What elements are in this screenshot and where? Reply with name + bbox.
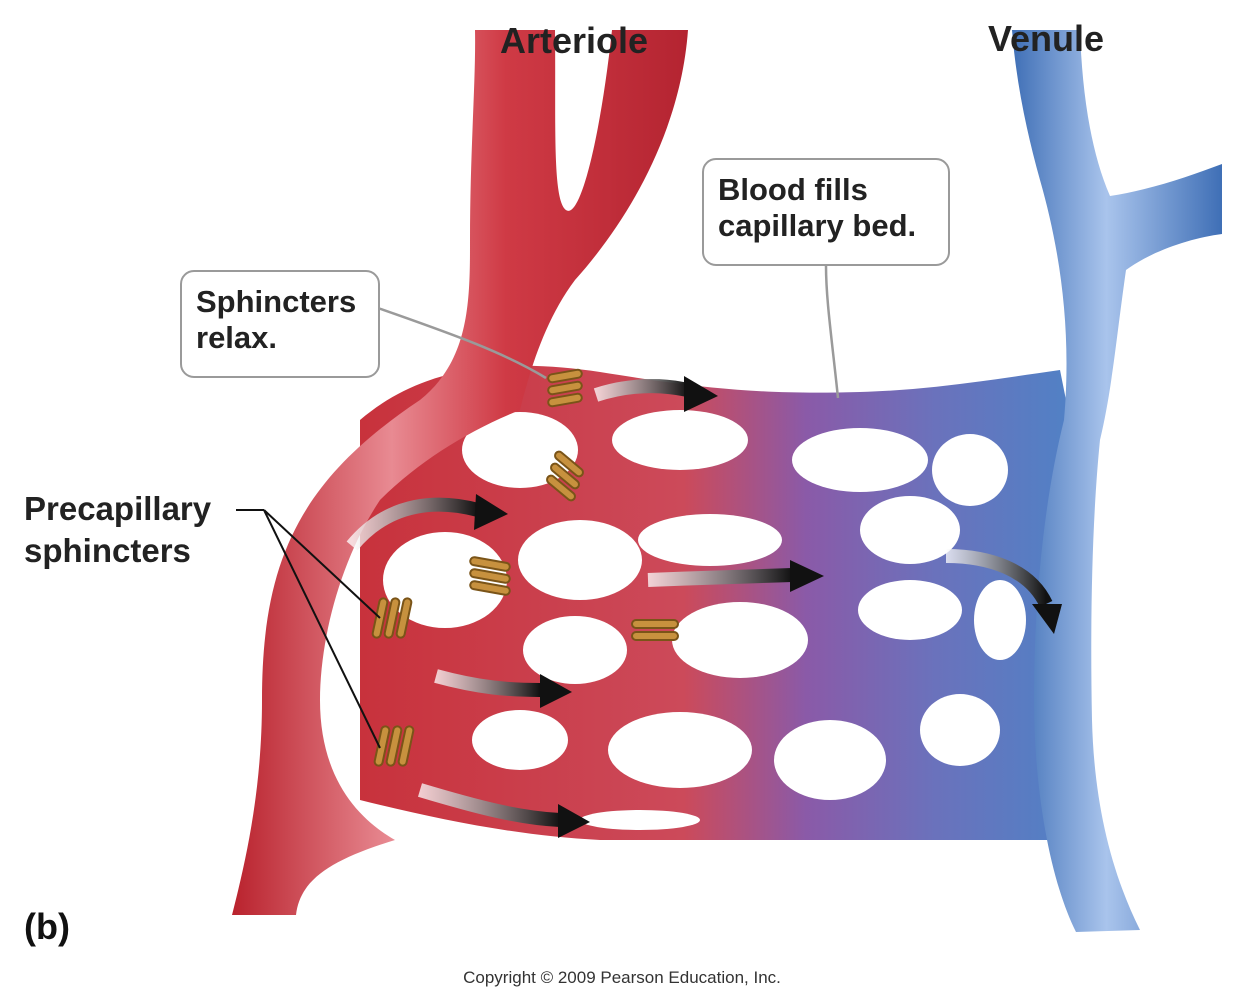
sphincter-4 bbox=[371, 597, 413, 639]
blood-fills-line-1: Blood fills bbox=[718, 172, 868, 207]
venule-vessel bbox=[1012, 30, 1222, 932]
capillary-gaps bbox=[383, 410, 1026, 830]
flow-arrow-5 bbox=[434, 669, 572, 708]
sphincters-relax-callout: Sphincters relax. bbox=[180, 270, 380, 378]
blood-fills-line-2: capillary bed. bbox=[718, 208, 917, 243]
blood-fills-callout: Blood fills capillary bed. bbox=[702, 158, 950, 266]
flow-arrows bbox=[346, 376, 1062, 838]
sphincter-1 bbox=[547, 368, 583, 408]
leader-lines bbox=[236, 265, 840, 749]
venule-label: Venule bbox=[988, 18, 1105, 59]
arteriole-vessel bbox=[232, 30, 688, 915]
precapillary-line-1: Precapillary bbox=[24, 490, 212, 527]
flow-arrow-1 bbox=[593, 376, 718, 412]
sphincter-6 bbox=[373, 725, 415, 767]
precapillary-line-2: sphincters bbox=[24, 532, 191, 569]
sphincter-2 bbox=[546, 450, 584, 502]
flow-arrow-6 bbox=[417, 783, 590, 838]
sphincters-relax-line-2: relax. bbox=[196, 320, 278, 355]
capillary-bed bbox=[360, 365, 1080, 840]
sphincter-3 bbox=[469, 556, 511, 596]
panel-label: (b) bbox=[24, 906, 70, 947]
copyright-notice: Copyright © 2009 Pearson Education, Inc. bbox=[463, 968, 781, 987]
flow-arrow-4 bbox=[945, 549, 1062, 634]
flow-arrow-3 bbox=[647, 560, 824, 592]
sphincters-relax-line-1: Sphincters bbox=[196, 284, 357, 319]
precapillary-sphincters-label: Precapillary sphincters bbox=[24, 488, 211, 572]
precapillary-sphincters bbox=[371, 368, 679, 767]
sphincter-5 bbox=[631, 619, 679, 641]
flow-arrow-2 bbox=[346, 494, 508, 551]
arteriole-label: Arteriole bbox=[500, 20, 649, 61]
